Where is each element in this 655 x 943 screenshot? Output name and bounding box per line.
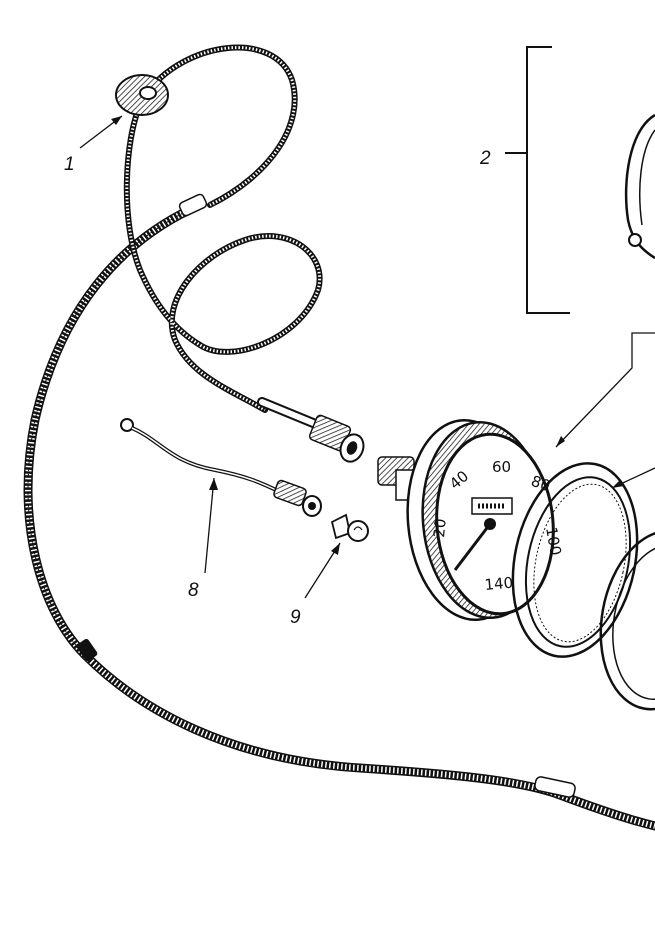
lamp-wire <box>120 418 322 517</box>
callout-8: 8 <box>188 580 199 601</box>
callout-9: 9 <box>290 607 301 628</box>
dial-number-140: 140 <box>484 574 514 594</box>
cable-end-fitting <box>257 397 365 463</box>
rubber-grommet <box>115 74 169 116</box>
dial-number-20: 20 <box>430 518 450 539</box>
lamp-bulb <box>330 513 369 542</box>
speedometer-dial: 20 40 60 80 100 140 <box>430 458 565 594</box>
callout-2: 2 <box>479 148 491 169</box>
dial-number-60: 60 <box>492 458 511 476</box>
bracket-group <box>505 46 655 314</box>
bezel-ring <box>511 462 639 658</box>
speedometer-assembly: 20 40 60 80 100 140 <box>377 418 565 622</box>
inner-drive-cable <box>123 44 323 413</box>
leader-lines <box>79 115 655 599</box>
outer-drive-cable <box>23 193 655 831</box>
dial-number-80: 80 <box>529 472 553 495</box>
dial-number-100: 100 <box>542 526 565 557</box>
glass-lens <box>599 529 655 711</box>
callout-1: 1 <box>64 154 75 175</box>
